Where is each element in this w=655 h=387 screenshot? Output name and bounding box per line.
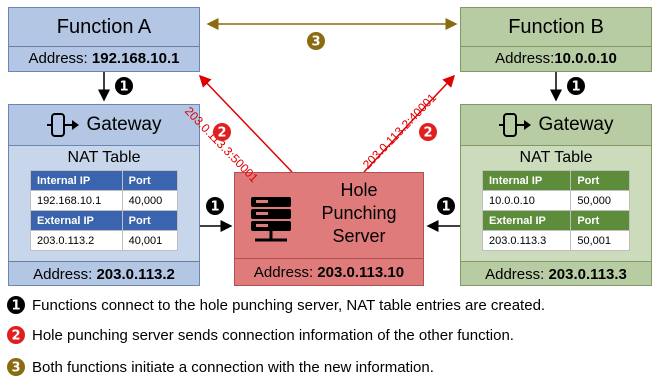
step-1-marker-right: 1: [437, 197, 455, 215]
red-arrow-server-to-a: [198, 74, 293, 173]
address-value: 203.0.113.2: [96, 266, 175, 283]
server-icon: [251, 197, 291, 242]
external-ip-value: 203.0.113.3: [481, 230, 572, 251]
gateway-a-title: Gateway: [86, 114, 162, 135]
step-2-marker-right: 2: [419, 123, 437, 141]
step-3-icon: 3: [7, 358, 25, 376]
server-title-line: Punching: [321, 203, 397, 223]
port-header: Port: [570, 210, 630, 231]
address-label: Address:: [253, 264, 314, 281]
legend-text: Hole punching server sends connection in…: [32, 326, 514, 344]
gateway-icon: [46, 113, 79, 137]
gateway-b-address: Address: 203.0.113.3: [461, 261, 651, 288]
gateway-b-nat: NAT Table Internal IP Port 10.0.0.10 50,…: [461, 145, 651, 261]
gateway-b-header: Gateway: [461, 105, 651, 145]
step-number: 1: [441, 200, 450, 215]
function-b-title: Function B: [508, 16, 604, 38]
legend: 1 Functions connect to the hole punching…: [6, 292, 651, 382]
step-1-marker-left: 1: [206, 197, 224, 215]
legend-item-3: 3 Both functions initiate a connection w…: [6, 352, 651, 382]
port-header: Port: [121, 210, 179, 231]
gateway-b-box: Gateway NAT Table Internal IP Port 10.0.…: [460, 104, 652, 286]
internal-ip-value: 192.168.10.1: [30, 190, 123, 211]
table-row: External IP Port: [481, 210, 630, 231]
red-arrow-server-to-b: [363, 74, 456, 173]
address-value: 192.168.10.1: [91, 50, 180, 67]
table-row: 203.0.113.2 40,001: [30, 230, 179, 251]
step-1-icon: 1: [7, 296, 25, 314]
table-row: Internal IP Port: [481, 170, 630, 191]
step-2-marker-left: 2: [213, 123, 231, 141]
step-number: 3: [311, 35, 320, 50]
nat-table-title: NAT Table: [519, 149, 593, 166]
table-row: External IP Port: [30, 210, 179, 231]
function-b-address: Address:10.0.0.10: [461, 46, 651, 72]
function-b-box: Function B Address:10.0.0.10: [460, 7, 652, 72]
hole-punching-server-box: Hole Punching Server Address: 203.0.113.…: [234, 172, 424, 286]
step-1-marker-a: 1: [115, 77, 133, 95]
step-number: 2: [11, 329, 20, 344]
address-value: 203.0.113.10: [317, 264, 405, 281]
step-number: 2: [423, 126, 432, 141]
step-number: 2: [217, 126, 226, 141]
table-row: 10.0.0.10 50,000: [481, 190, 630, 211]
step-number: 1: [210, 200, 219, 215]
internal-ip-value: 10.0.0.10: [481, 190, 572, 211]
legend-text: Both functions initiate a connection wit…: [32, 358, 434, 376]
step-number: 3: [11, 361, 20, 376]
internal-ip-header: Internal IP: [30, 170, 123, 191]
server-title-line: Server: [332, 226, 386, 246]
step-number: 1: [119, 80, 128, 95]
gateway-a-nat: NAT Table Internal IP Port 192.168.10.1 …: [9, 145, 199, 261]
step-3-marker: 3: [307, 32, 325, 50]
address-value: 203.0.113.3: [548, 266, 627, 283]
external-port-value: 40,001: [121, 230, 179, 251]
nat-table-title: NAT Table: [67, 149, 141, 166]
step-1-marker-b: 1: [567, 77, 585, 95]
gateway-b-title: Gateway: [538, 114, 614, 135]
legend-item-2: 2 Hole punching server sends connection …: [6, 318, 651, 352]
address-label: Address:: [33, 266, 93, 283]
table-row: 192.168.10.1 40,000: [30, 190, 179, 211]
step-number: 1: [571, 80, 580, 95]
address-label: Address:: [485, 266, 545, 283]
nat-table-b: Internal IP Port 10.0.0.10 50,000 Extern…: [481, 170, 630, 251]
external-port-value: 50,001: [570, 230, 630, 251]
step-number: 1: [11, 299, 20, 314]
internal-port-value: 40,000: [121, 190, 179, 211]
internal-port-value: 50,000: [570, 190, 630, 211]
server-address: Address: 203.0.113.10: [235, 258, 423, 285]
legend-text: Functions connect to the hole punching s…: [32, 296, 546, 314]
port-header: Port: [121, 170, 179, 191]
gateway-a-address: Address: 203.0.113.2: [9, 261, 199, 288]
address-label: Address:: [28, 50, 88, 67]
external-ip-header: External IP: [30, 210, 123, 231]
internal-ip-header: Internal IP: [481, 170, 572, 191]
function-a-box: Function A Address: 192.168.10.1: [8, 7, 200, 72]
server-title-line: Hole: [340, 180, 378, 200]
external-ip-header: External IP: [481, 210, 572, 231]
gateway-a-box: Gateway NAT Table Internal IP Port 192.1…: [8, 104, 200, 286]
function-a-address: Address: 192.168.10.1: [9, 46, 199, 72]
function-a-title: Function A: [56, 16, 152, 38]
address-value: 10.0.0.10: [554, 50, 617, 67]
gateway-a-header: Gateway: [9, 105, 199, 145]
step-2-icon: 2: [7, 326, 25, 344]
gateway-icon: [498, 113, 531, 137]
port-header: Port: [570, 170, 630, 191]
external-ip-value: 203.0.113.2: [30, 230, 123, 251]
address-label: Address:: [495, 50, 555, 67]
server-title: Hole Punching Server: [297, 179, 421, 248]
legend-item-1: 1 Functions connect to the hole punching…: [6, 292, 651, 318]
table-row: Internal IP Port: [30, 170, 179, 191]
nat-table-a: Internal IP Port 192.168.10.1 40,000 Ext…: [30, 170, 179, 251]
table-row: 203.0.113.3 50,001: [481, 230, 630, 251]
